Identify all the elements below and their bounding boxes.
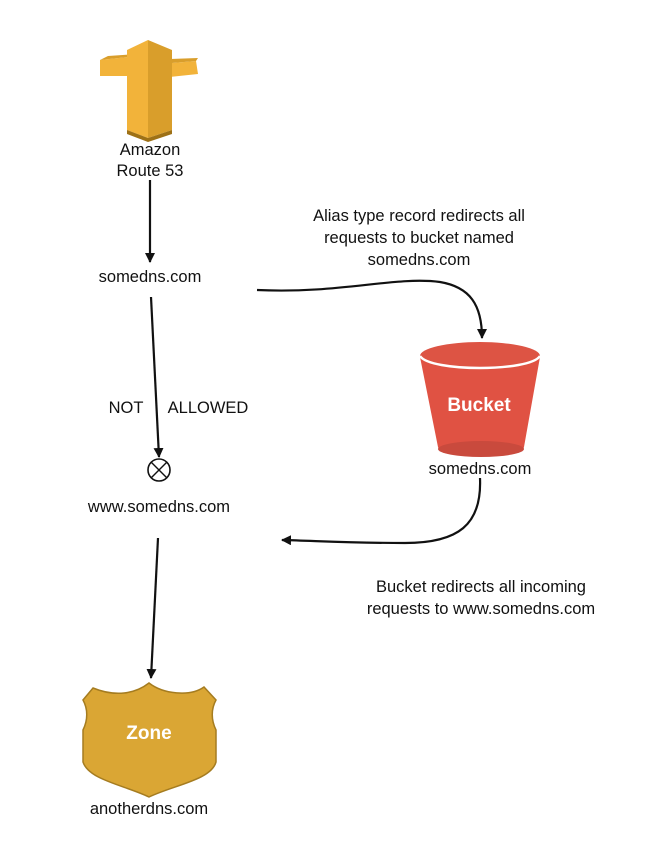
bucket-top-highlight [418, 355, 542, 370]
bucket-title: Bucket [447, 395, 511, 416]
signpost-post-side [148, 40, 172, 138]
edge-somedns-to-bucket [256, 279, 487, 339]
somedns-label: somedns.com [99, 268, 202, 286]
s3-bucket-icon [418, 342, 542, 457]
bucket-top [420, 342, 540, 370]
alias-annotation-line1: Alias type record redirects all [313, 207, 525, 225]
bucket-label: somedns.com [429, 460, 532, 478]
route53-signpost-icon [100, 40, 198, 142]
bucket-bottom-rim [438, 441, 524, 457]
blocked-crossed-circle-icon [147, 458, 171, 482]
zone-label: anotherdns.com [90, 800, 208, 818]
signpost-left-arm [100, 57, 128, 76]
route53-label-line1: Amazon [120, 141, 181, 159]
alias-annotation-line2: requests to bucket named [324, 229, 514, 247]
zone-shield-shape [82, 682, 217, 798]
alias-annotation-line3: somedns.com [368, 251, 471, 269]
bucket-body [420, 357, 540, 456]
edge-bucket-to-www [281, 477, 482, 546]
signpost-post-front [127, 40, 148, 138]
not-allowed-left: NOT [109, 399, 144, 417]
edge-somedns-to-www-blocked [149, 296, 164, 458]
edge-www-to-zone [146, 537, 160, 679]
www-label: www.somedns.com [87, 498, 230, 516]
blocked-cross-b [151, 462, 167, 478]
redirect-annotation-line1: Bucket redirects all incoming [376, 578, 586, 596]
not-allowed-right: ALLOWED [168, 399, 249, 417]
hosted-zone-shield-icon [82, 682, 217, 798]
signpost-post-shadow [127, 130, 172, 142]
route53-label-line2: Route 53 [117, 162, 184, 180]
redirect-annotation-line2: requests to www.somedns.com [367, 600, 595, 618]
zone-title: Zone [126, 723, 171, 744]
